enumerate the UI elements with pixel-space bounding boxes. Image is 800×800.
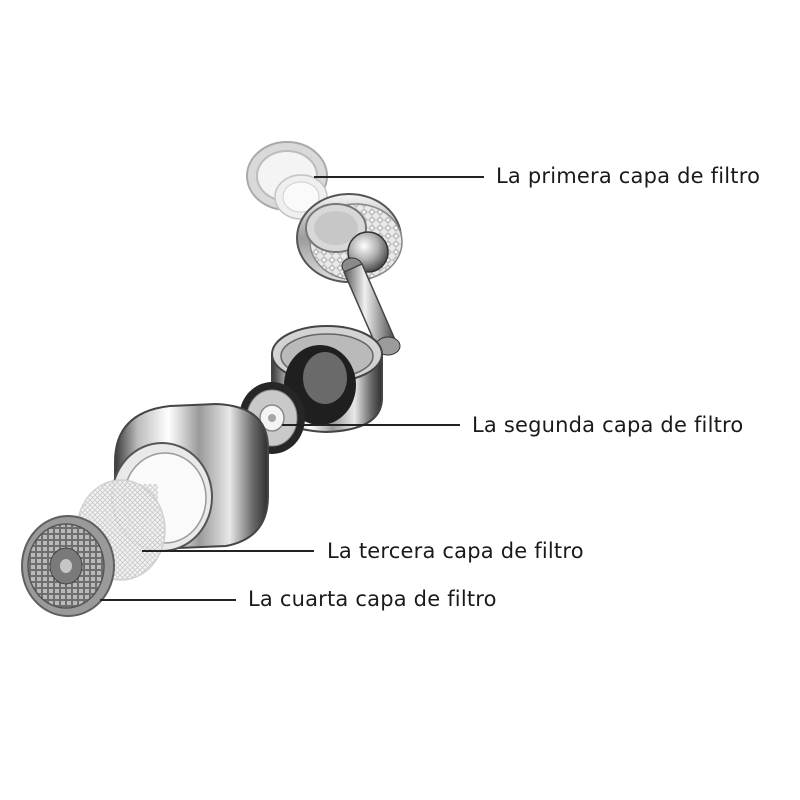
label-third-filter-layer: La tercera capa de filtro (327, 539, 584, 563)
leader-line-layer3 (142, 550, 314, 552)
fourth-filter-aerator (22, 516, 114, 616)
label-second-filter-layer: La segunda capa de filtro (472, 413, 743, 437)
leader-line-layer2 (282, 424, 460, 426)
label-fourth-filter-layer: La cuarta capa de filtro (248, 587, 497, 611)
leader-line-layer1 (314, 176, 484, 178)
leader-line-layer4 (100, 599, 236, 601)
label-first-filter-layer: La primera capa de filtro (496, 164, 760, 188)
